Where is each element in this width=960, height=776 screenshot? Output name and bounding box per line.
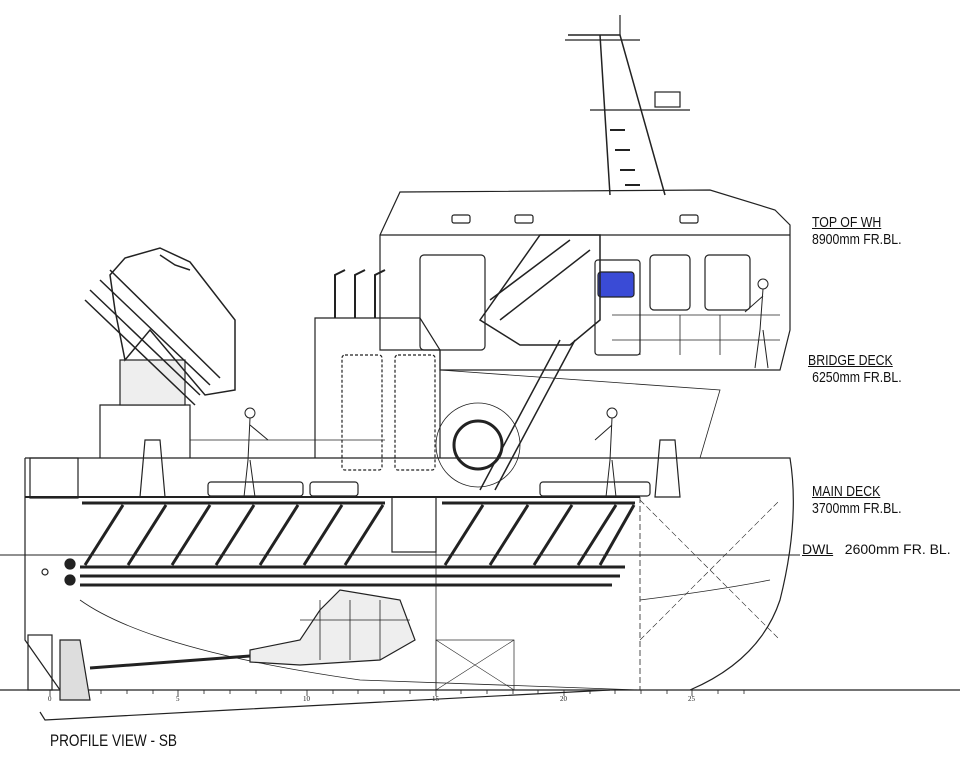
drawing-title: PROFILE VIEW - SB	[50, 731, 177, 750]
scale-label-10: 10	[303, 695, 311, 703]
level-main-deck: MAIN DECK 3700mm FR.BL.	[812, 483, 902, 517]
window-accent	[597, 271, 635, 298]
fish-hold-braces	[83, 504, 636, 566]
funnel-casing	[314, 317, 441, 458]
dwl-height: 2600mm FR. BL.	[844, 541, 951, 557]
wheelhouse	[379, 189, 791, 371]
scale-label-5: 5	[176, 695, 180, 703]
fwd-crane	[478, 234, 601, 346]
mast	[568, 34, 666, 196]
dwl-name: DWL	[802, 541, 834, 557]
hatch-ladder	[391, 496, 437, 553]
keel-skeg	[39, 689, 611, 721]
crew-figures	[243, 278, 769, 498]
level-height: 8900mm FR.BL.	[812, 231, 902, 248]
propeller-shaft	[89, 654, 251, 670]
level-top-of-wh: TOP OF WH 8900mm FR.BL.	[812, 214, 902, 248]
main-engine	[249, 589, 416, 666]
bollards	[139, 439, 681, 498]
bridge-railing	[612, 314, 780, 355]
level-height: 3700mm FR.BL.	[812, 500, 902, 517]
hull-outline	[24, 457, 794, 691]
propeller	[59, 639, 91, 701]
wheelhouse-window	[419, 254, 486, 351]
net-drum	[435, 402, 521, 488]
scale-label-20: 20	[560, 695, 568, 703]
crane-pedestal	[99, 404, 191, 458]
dwl-label: DWL 2600mm FR. BL.	[802, 541, 951, 557]
scale-label-25: 25	[688, 695, 696, 703]
exhaust-pipes	[334, 269, 386, 318]
level-name: MAIN DECK	[812, 483, 881, 500]
level-bridge-deck: BRIDGE DECK 6250mm FR.BL.	[808, 352, 902, 386]
aft-crane	[84, 247, 236, 406]
stair	[479, 339, 576, 491]
scale-label-0: 0	[48, 695, 52, 703]
frame-scale	[49, 690, 745, 696]
level-height: 6250mm FR.BL.	[812, 369, 902, 386]
level-name: TOP OF WH	[812, 214, 882, 231]
level-name: BRIDGE DECK	[808, 352, 893, 369]
radar	[654, 91, 681, 108]
bilge-line	[79, 599, 641, 691]
